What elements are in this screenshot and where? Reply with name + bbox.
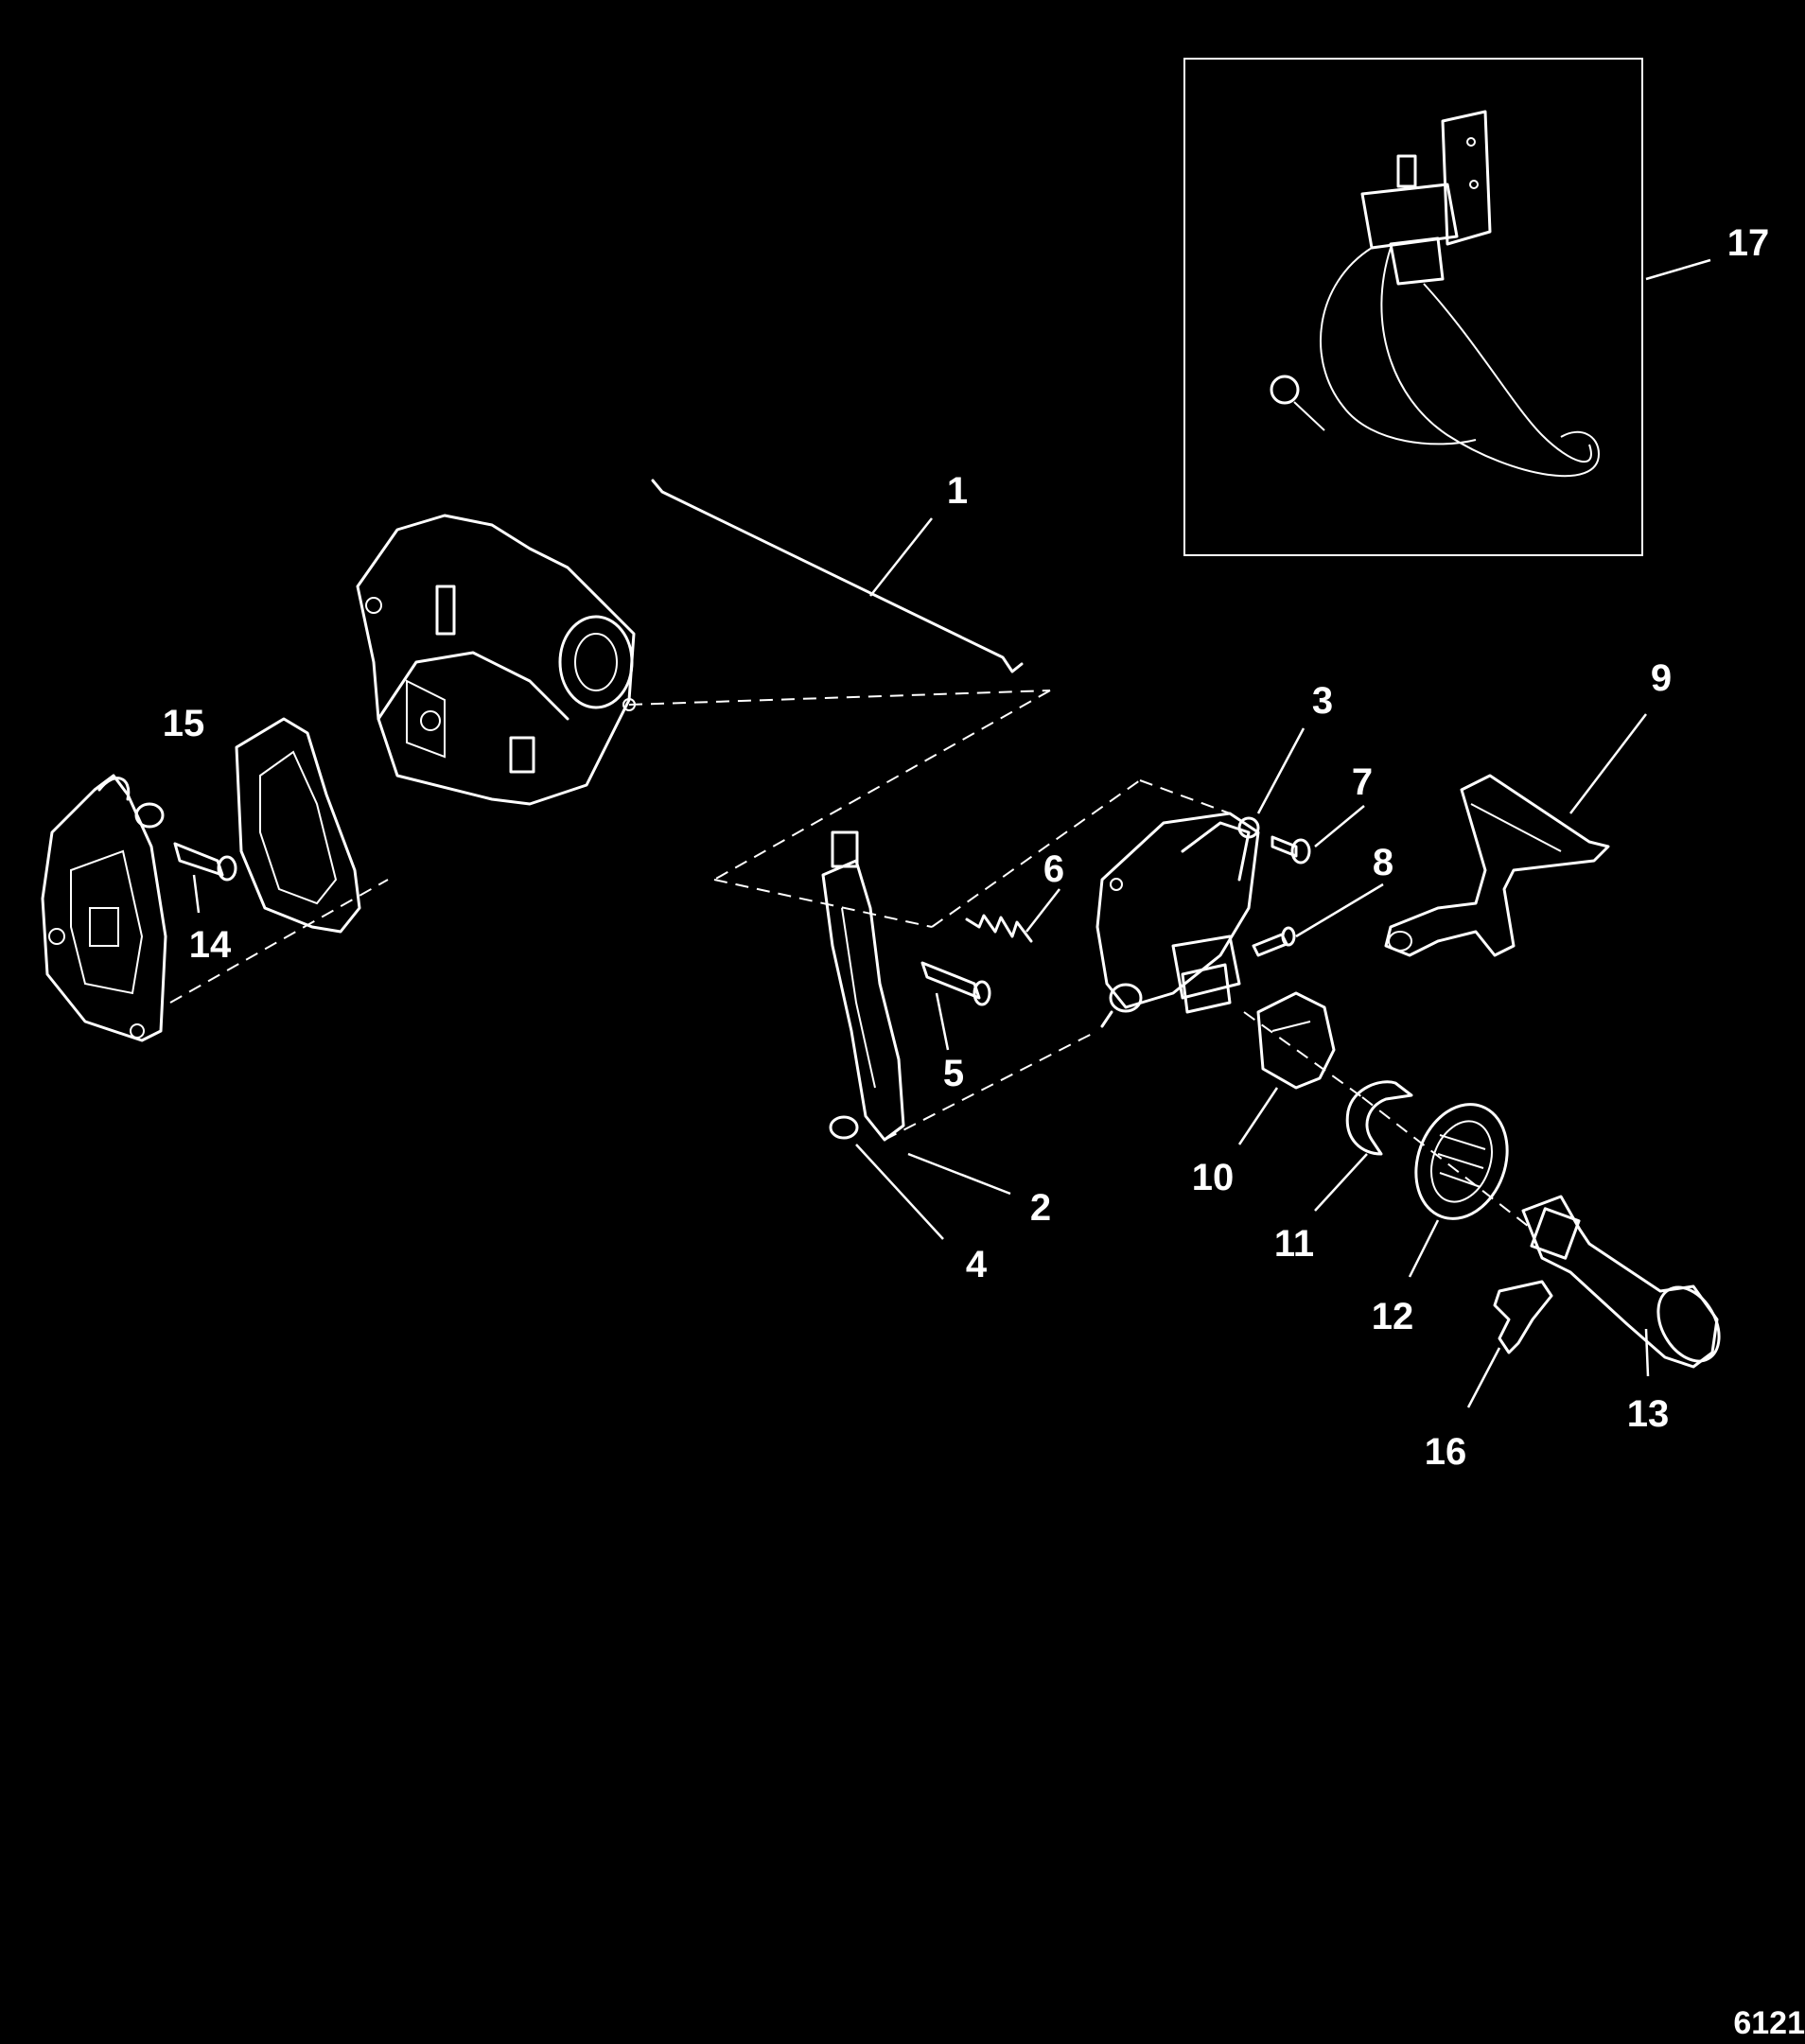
callout-4: 4 — [966, 1244, 988, 1285]
part-8-screw — [1252, 926, 1296, 957]
part-7-screw — [1271, 835, 1311, 865]
part-10-clip — [1256, 991, 1336, 1090]
callout-13: 13 — [1627, 1393, 1670, 1435]
callout-7: 7 — [1352, 761, 1373, 803]
gasket — [235, 717, 361, 934]
callout-8: 8 — [1373, 842, 1393, 883]
part-5-screw — [920, 961, 991, 1006]
callout-15: 15 — [163, 703, 205, 744]
part-11-retainer — [1345, 1080, 1413, 1156]
part-15-nut — [134, 802, 165, 829]
part-12-grille — [1414, 1103, 1509, 1220]
float-bowl-cover — [41, 774, 167, 1042]
callout-14: 14 — [189, 924, 232, 966]
callout-17: 17 — [1727, 222, 1770, 264]
leader-lines — [192, 258, 1711, 1408]
assembly-dashed-lines — [169, 690, 1533, 1231]
part-6-spring — [965, 914, 1033, 943]
callout-6: 6 — [1043, 848, 1064, 890]
part-9-choke-handle — [1384, 774, 1610, 957]
callout-9: 9 — [1651, 657, 1672, 699]
callout-16: 16 — [1425, 1431, 1467, 1473]
callout-11: 11 — [1274, 1223, 1314, 1265]
callout-12: 12 — [1372, 1296, 1414, 1337]
part-13-choke-knob — [1521, 1195, 1721, 1369]
figure-number: 6121 — [1733, 2005, 1805, 2041]
callout-10: 10 — [1192, 1157, 1235, 1198]
part-1-link-rod — [651, 479, 1024, 673]
callout-2: 2 — [1030, 1187, 1051, 1229]
part-16-clip — [1493, 1280, 1553, 1354]
callout-3: 3 — [1312, 680, 1333, 722]
callout-labels: 1 2 3 4 5 6 7 8 9 10 11 12 13 14 15 16 1… — [163, 222, 1805, 2041]
part-4-washer — [829, 1115, 859, 1140]
inset-box-part-17 — [1183, 58, 1643, 556]
part-14-screw — [173, 842, 237, 882]
callout-5: 5 — [943, 1053, 964, 1094]
carburetor-body — [356, 514, 636, 806]
callout-1: 1 — [947, 470, 968, 512]
part-2-throttle-lever — [821, 830, 905, 1142]
part-3-choke-bracket — [1095, 812, 1260, 1028]
